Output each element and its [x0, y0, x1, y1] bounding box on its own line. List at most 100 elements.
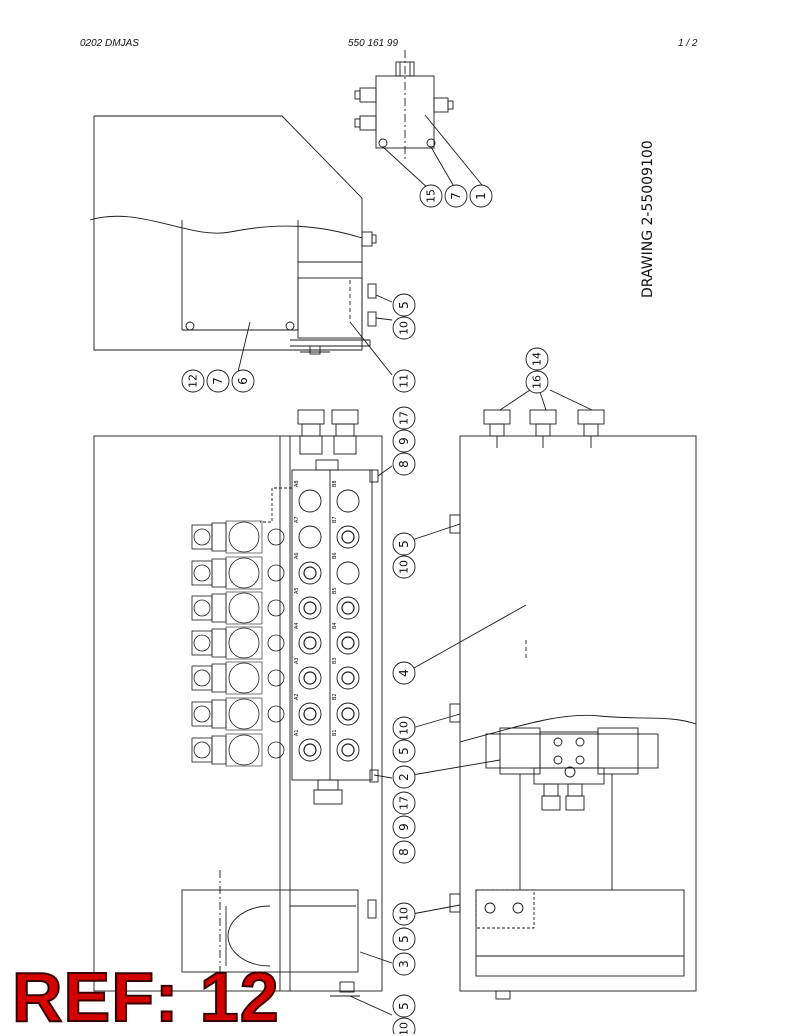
callout-circle	[392, 765, 416, 789]
callout-circle	[392, 429, 416, 453]
lever-knob	[193, 634, 211, 652]
top-block-assembly	[354, 50, 454, 160]
lever-body	[211, 735, 227, 765]
port-a-fitting	[303, 601, 317, 615]
port-a-circle	[298, 489, 322, 513]
port-b-label: B8	[332, 480, 338, 487]
callout-circle	[231, 369, 255, 393]
spool-housing	[225, 626, 263, 660]
callout-circle	[392, 661, 416, 685]
port-a-fitting	[303, 707, 317, 721]
right-main-assembly	[449, 409, 697, 1000]
callout-number: 14	[531, 352, 544, 366]
spool-end	[228, 734, 260, 766]
spool-end	[228, 662, 260, 694]
callout-circle	[392, 994, 416, 1018]
left-main-assembly	[93, 409, 383, 997]
lever-knob	[193, 528, 211, 546]
spool-plug	[267, 599, 285, 617]
port-b-label: B6	[332, 552, 338, 559]
callout-circle	[444, 184, 468, 208]
lever-cap	[191, 524, 213, 550]
port-b-circle	[336, 561, 360, 585]
callout-circle	[392, 316, 416, 340]
callout-circle	[525, 370, 549, 394]
callout-number: 5	[397, 301, 411, 309]
callout-number: 10	[398, 560, 411, 574]
lever-knob	[193, 705, 211, 723]
port-b-circle	[336, 738, 360, 762]
callout-number: 4	[397, 669, 411, 677]
callout-circle	[392, 902, 416, 926]
callout-number: 7	[449, 192, 463, 200]
lever-body	[211, 558, 227, 588]
port-a-circle	[298, 525, 322, 549]
port-b-circle	[336, 525, 360, 549]
spool-plug	[267, 705, 285, 723]
port-b-circle	[336, 702, 360, 726]
callout-number: 5	[397, 747, 411, 755]
port-a-fitting	[303, 671, 317, 685]
port-b-circle	[336, 489, 360, 513]
callout-circle	[392, 452, 416, 476]
port-a-label: A7	[294, 516, 300, 523]
port-a-label: A1	[294, 729, 300, 736]
port-a-circle	[298, 631, 322, 655]
lever-cap	[191, 630, 213, 656]
port-b-fitting	[341, 671, 355, 685]
callout-circle	[392, 532, 416, 556]
port-b-fitting	[341, 707, 355, 721]
callout-number: 10	[398, 1022, 411, 1034]
port-a-circle	[298, 702, 322, 726]
callout-number: 10	[398, 321, 411, 335]
port-b-circle	[336, 631, 360, 655]
callout-circle	[392, 739, 416, 763]
port-b-label: B5	[332, 587, 338, 594]
port-b-circle	[336, 666, 360, 690]
lever-cap	[191, 665, 213, 691]
lever-knob	[193, 669, 211, 687]
callout-circle	[392, 406, 416, 430]
lever-body	[211, 522, 227, 552]
spool-plug	[267, 669, 285, 687]
top-panel-assembly	[89, 115, 377, 355]
spool-end	[228, 698, 260, 730]
spool-end	[228, 592, 260, 624]
lever-cap	[191, 737, 213, 763]
callout-number: 10	[398, 721, 411, 735]
callout-circle	[181, 369, 205, 393]
port-b-fitting	[341, 743, 355, 757]
spool-housing	[225, 661, 263, 695]
callout-number: 12	[187, 374, 200, 388]
port-a-circle	[298, 561, 322, 585]
port-a-fitting	[303, 636, 317, 650]
callout-number: 1	[474, 192, 488, 200]
callout-number: 8	[397, 848, 411, 856]
callout-number: 7	[211, 377, 225, 385]
callout-number: 17	[398, 796, 411, 810]
spool-plug	[267, 528, 285, 546]
callout-number: 2	[397, 773, 411, 781]
port-b-label: B2	[332, 693, 338, 700]
port-a-circle	[298, 738, 322, 762]
spool-housing	[225, 733, 263, 767]
callout-number: 9	[397, 823, 411, 831]
drawing-title: DRAWING 2-55009100	[640, 140, 656, 298]
spool-plug	[267, 634, 285, 652]
callout-number: 15	[425, 189, 438, 203]
port-a-label: A2	[294, 693, 300, 700]
callout-circle	[419, 184, 443, 208]
callout-number: 16	[531, 375, 544, 389]
callout-circle	[392, 293, 416, 317]
callout-circle	[525, 347, 549, 371]
port-b-label: B3	[332, 657, 338, 664]
spool-end	[228, 521, 260, 553]
spool-end	[228, 627, 260, 659]
header-part-number: 550 161 99	[348, 38, 399, 49]
callout-circle	[392, 791, 416, 815]
port-b-fitting	[341, 601, 355, 615]
port-a-label: A4	[294, 622, 300, 629]
port-a-fitting	[303, 743, 317, 757]
